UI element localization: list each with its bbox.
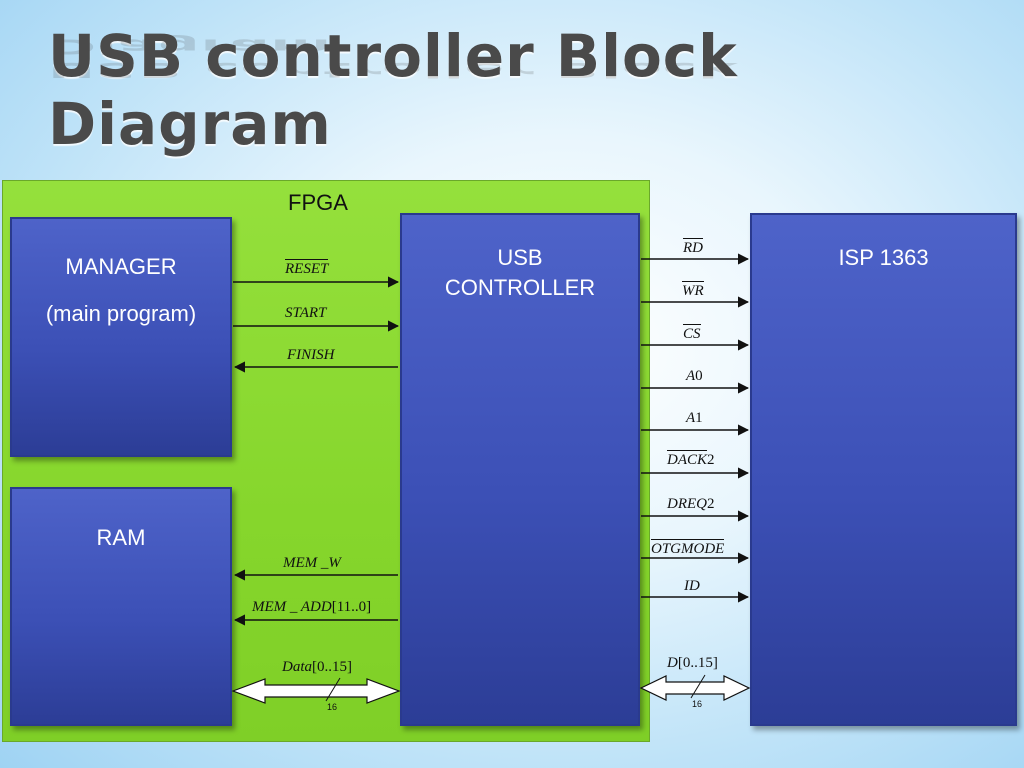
a1-text: A [686,410,696,426]
data-bus-text: Data [282,659,312,675]
otgmode-label: OTGMODE [651,539,725,558]
finish-text: FINISH [287,347,335,363]
isp1363-block: ISP 1363 [750,213,1017,726]
usb-label: USB [497,245,543,270]
cs-text: CS [683,326,701,342]
data-bus-slash [325,677,341,702]
id-label: ID [684,578,700,595]
manager-block: MANAGER (main program) [10,217,232,457]
wr-label: WR [682,281,704,300]
a1-index: 1 [695,410,703,426]
mem-add-text: MEM _ ADD [252,599,332,615]
dreq-text: DREQ [667,496,707,512]
otgmode-text: OTGMODE [651,541,725,557]
usb-controller-block: USB CONTROLLER [400,213,640,726]
a0-index: 0 [695,368,703,384]
reset-label: RESET [285,259,329,278]
manager-label: MANAGER [65,254,177,279]
page-title: USB controller Block Diagram [48,22,738,158]
manager-sublabel: (main program) [45,301,197,326]
cs-label: CS [683,324,701,343]
isp-bus-width: 16 [692,699,703,709]
dreq-index: 2 [707,496,715,512]
start-text: START [285,305,327,321]
reset-text: RESET [285,261,329,277]
id-text: ID [684,578,700,594]
data-bus-width: 16 [327,702,338,712]
data-bus-range: [0..15] [312,659,352,675]
dack-text: DACK [667,450,708,468]
data-bus-arrow [231,678,401,704]
data-bus-label: Data[0..15] [282,659,352,676]
mem-w-label: MEM _W [283,555,341,572]
wr-text: WR [682,283,704,299]
mem-add-label: MEM _ ADD[11..0] [252,599,371,616]
isp-label: ISP 1363 [838,245,929,270]
start-label: START [285,305,326,322]
dack2-label: DACK2 [667,450,715,469]
dreq2-label: DREQ2 [667,496,715,513]
rd-label: RD [683,238,703,257]
finish-label: FINISH [287,347,335,364]
isp-bus-range: [0..15] [677,655,718,671]
ram-block: RAM [10,487,232,726]
a0-text: A [686,368,696,384]
isp-bus-label: D[0..15] [667,655,718,672]
rd-text: RD [683,240,703,256]
isp-bus-slash [690,674,706,699]
fpga-label: FPGA [288,190,348,215]
mem-add-range: [11..0] [331,599,372,615]
mem-w-text: MEM _W [283,555,341,571]
ram-label: RAM [96,525,146,550]
isp-bus-arrow [639,675,751,701]
a1-label: A1 [686,410,703,427]
a0-label: A0 [686,368,703,385]
controller-label: CONTROLLER [444,275,596,300]
dack-index: 2 [707,452,715,468]
isp-bus-text: D [667,655,678,671]
